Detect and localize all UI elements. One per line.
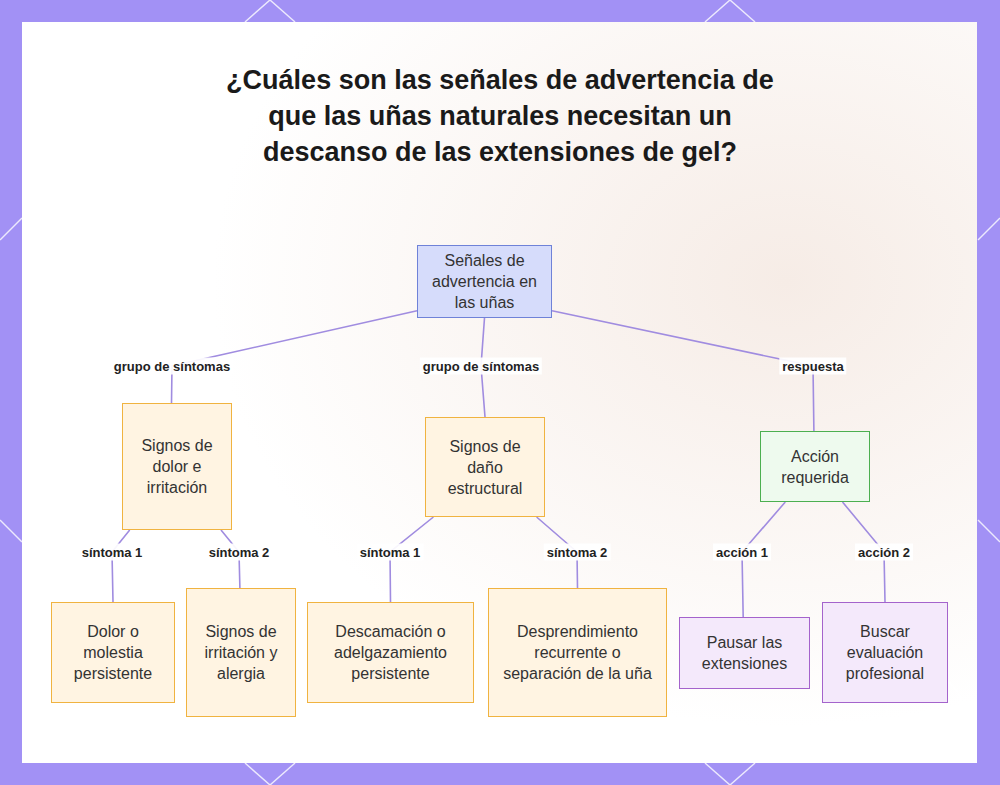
edge-label: respuesta (779, 358, 846, 375)
node-box: Desprendimiento recurrente o separación … (488, 588, 667, 717)
node-text: Buscar evaluación profesional (831, 621, 939, 684)
node-box: Signos de daño estructural (425, 417, 545, 517)
node-text: Signos de irritación y alergia (195, 621, 287, 684)
connector (552, 311, 814, 431)
panel (22, 22, 977, 763)
edge-label: acción 1 (713, 544, 771, 561)
node-box: Dolor o molestia persistente (51, 602, 175, 703)
node-box: Acción requerida (760, 431, 870, 502)
node-text: Dolor o molestia persistente (60, 621, 166, 684)
node-box: Señales de advertencia en las uñas (417, 245, 552, 318)
node-box: Pausar las extensiones (679, 617, 810, 689)
node-box: Descamación o adelgazamiento persistente (307, 602, 474, 703)
node-text: Signos de daño estructural (434, 436, 536, 499)
edge-label: síntoma 2 (544, 544, 611, 561)
connector (112, 530, 130, 602)
node-text: Pausar las extensiones (688, 632, 801, 674)
edge-label: grupo de síntomas (420, 358, 542, 375)
node-box: Signos de dolor e irritación (122, 403, 232, 530)
node-text: Desprendimiento recurrente o separación … (497, 621, 658, 684)
edge-label: síntoma 1 (357, 544, 424, 561)
diagram-title: ¿Cuáles son las señales de advertencia d… (225, 62, 775, 170)
edge-label: acción 2 (855, 544, 913, 561)
edge-label: síntoma 1 (79, 544, 146, 561)
node-text: Signos de dolor e irritación (131, 435, 223, 498)
node-text: Descamación o adelgazamiento persistente (316, 621, 465, 684)
node-box: Signos de irritación y alergia (186, 588, 296, 717)
edge-label: grupo de síntomas (111, 358, 233, 375)
edge-label: síntoma 2 (206, 544, 273, 561)
node-text: Señales de advertencia en las uñas (426, 250, 543, 313)
node-text: Acción requerida (769, 446, 861, 488)
node-box: Buscar evaluación profesional (822, 602, 948, 703)
